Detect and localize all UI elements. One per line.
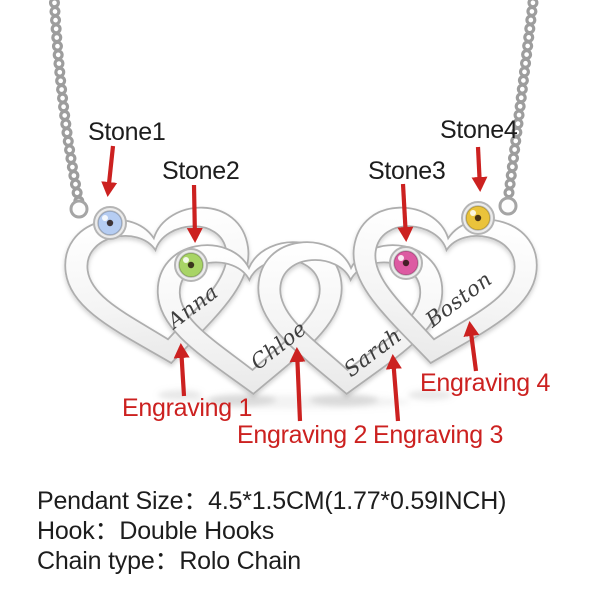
stone3-arrow-icon: [397, 183, 414, 242]
engraving3-label: Engraving 3: [373, 421, 503, 449]
engraving1-label: Engraving 1: [122, 394, 252, 422]
chain-left: [48, 0, 85, 208]
engraving3-arrow-icon: [385, 354, 402, 422]
engraving2-label: Engraving 2: [237, 421, 367, 449]
product-specs: Pendant Size：4.5*1.5CM(1.77*0.59INCH) Ho…: [37, 486, 506, 576]
bail-ring-left: [69, 199, 89, 219]
stone4-arrow-icon: [471, 146, 488, 192]
stone2-label: Stone2: [162, 157, 239, 185]
stone-2: [174, 248, 208, 282]
stone3-label: Stone3: [368, 157, 445, 185]
spec-pendant-size: Pendant Size：4.5*1.5CM(1.77*0.59INCH): [37, 487, 507, 515]
engraving2-arrow-icon: [289, 347, 306, 422]
chain-right: [502, 0, 539, 206]
engraving1-arrow-icon: [173, 343, 190, 397]
spec-chain-type: Chain type：Rolo Chain: [37, 547, 302, 575]
engraving4-arrow-icon: [463, 321, 480, 372]
stone1-label: Stone1: [88, 118, 165, 146]
stone1-arrow-icon: [101, 145, 118, 197]
bail-ring-right: [498, 196, 518, 216]
stone-4: [461, 201, 495, 235]
stone-1: [93, 206, 127, 240]
stone2-arrow-icon: [186, 184, 203, 243]
engraving4-label: Engraving 4: [420, 369, 551, 397]
stone-3: [389, 246, 423, 280]
stone4-label: Stone4: [440, 116, 518, 144]
spec-hook: Hook：Double Hooks: [37, 517, 274, 545]
